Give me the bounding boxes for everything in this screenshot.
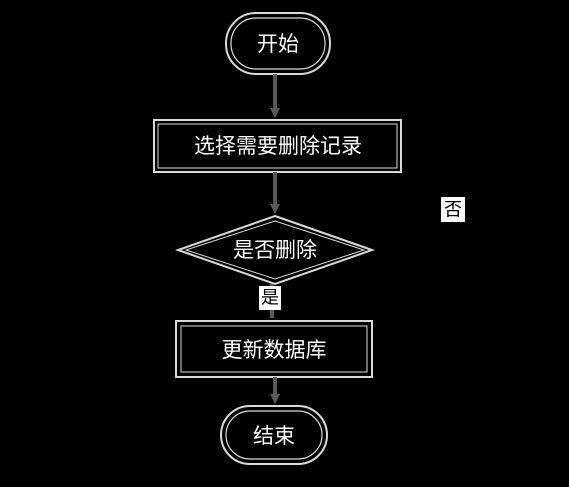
start-label: 开始: [257, 32, 299, 56]
update-database-node: 更新数据库: [175, 320, 373, 378]
select-record-node: 选择需要删除记录: [153, 119, 402, 173]
delete-decision-label: 是否删除: [233, 238, 317, 262]
delete-decision-node: 是否删除: [174, 214, 376, 286]
yes-edge-label: 是: [259, 286, 281, 310]
svg-text:是: 是: [261, 288, 279, 309]
select-record-label: 选择需要删除记录: [194, 134, 362, 158]
update-database-label: 更新数据库: [222, 338, 327, 362]
no-edge-label: 否: [441, 197, 465, 222]
end-node: 结束: [220, 405, 328, 465]
start-node: 开始: [225, 12, 331, 75]
end-label: 结束: [253, 424, 295, 448]
svg-text:否: 否: [444, 200, 462, 221]
